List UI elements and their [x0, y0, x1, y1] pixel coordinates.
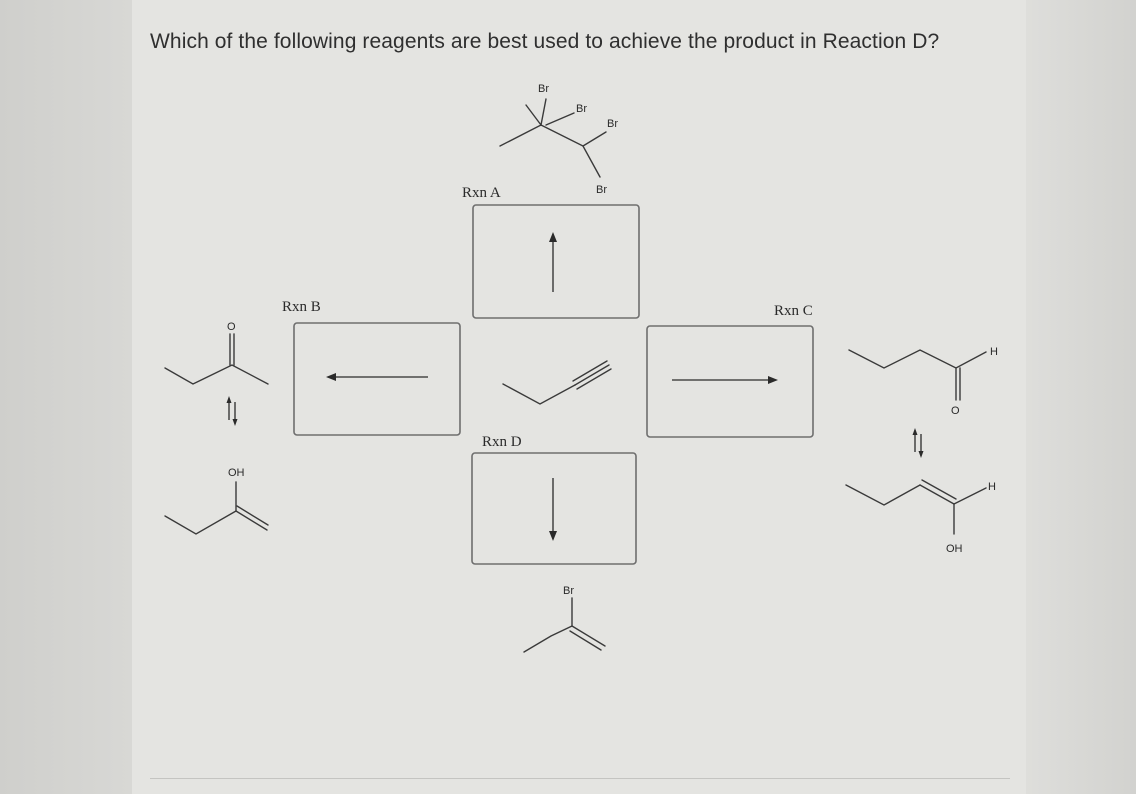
rxn-d-reagent-box[interactable] — [471, 452, 637, 565]
aldehyde-molecule: H O — [848, 346, 998, 417]
rxn-c-arrow — [672, 376, 778, 384]
question-panel — [132, 0, 1026, 794]
oh-label: OH — [228, 467, 245, 479]
br-label: Br — [576, 103, 587, 115]
right-enol-molecule: H OH — [845, 479, 996, 555]
o-label: O — [951, 405, 960, 417]
vinyl-bromide-molecule: Br — [523, 585, 606, 653]
br-label: Br — [596, 184, 607, 196]
rxn-c-label: Rxn C — [774, 303, 813, 319]
rxn-a-arrow — [549, 232, 557, 292]
oh-label: OH — [946, 543, 963, 555]
br-label: Br — [563, 585, 574, 597]
rxn-d-arrow — [549, 478, 557, 541]
br-label: Br — [607, 118, 618, 130]
rxn-a-label: Rxn A — [462, 185, 501, 201]
left-equilibrium-arrows — [226, 396, 238, 426]
left-enol-molecule: OH — [164, 467, 269, 535]
h-label: H — [988, 481, 996, 493]
left-margin — [0, 0, 132, 794]
rxn-c-reagent-box[interactable] — [646, 325, 814, 438]
right-margin — [1026, 0, 1136, 794]
tetrabromide-molecule: Br Br Br Br — [499, 83, 618, 196]
right-equilibrium-arrows — [912, 428, 924, 458]
rxn-a-reagent-box[interactable] — [472, 204, 640, 319]
h-label: H — [990, 346, 998, 358]
br-label: Br — [538, 83, 549, 95]
rxn-b-label: Rxn B — [282, 299, 321, 315]
question-text: Which of the following reagents are best… — [150, 30, 940, 53]
rxn-d-label: Rxn D — [482, 434, 522, 450]
rxn-b-reagent-box[interactable] — [293, 322, 461, 436]
o-label: O — [227, 321, 236, 333]
rxn-b-arrow — [326, 373, 428, 381]
ketone-molecule: O — [164, 321, 269, 385]
central-alkyne-molecule — [502, 360, 612, 405]
divider — [150, 778, 1010, 779]
